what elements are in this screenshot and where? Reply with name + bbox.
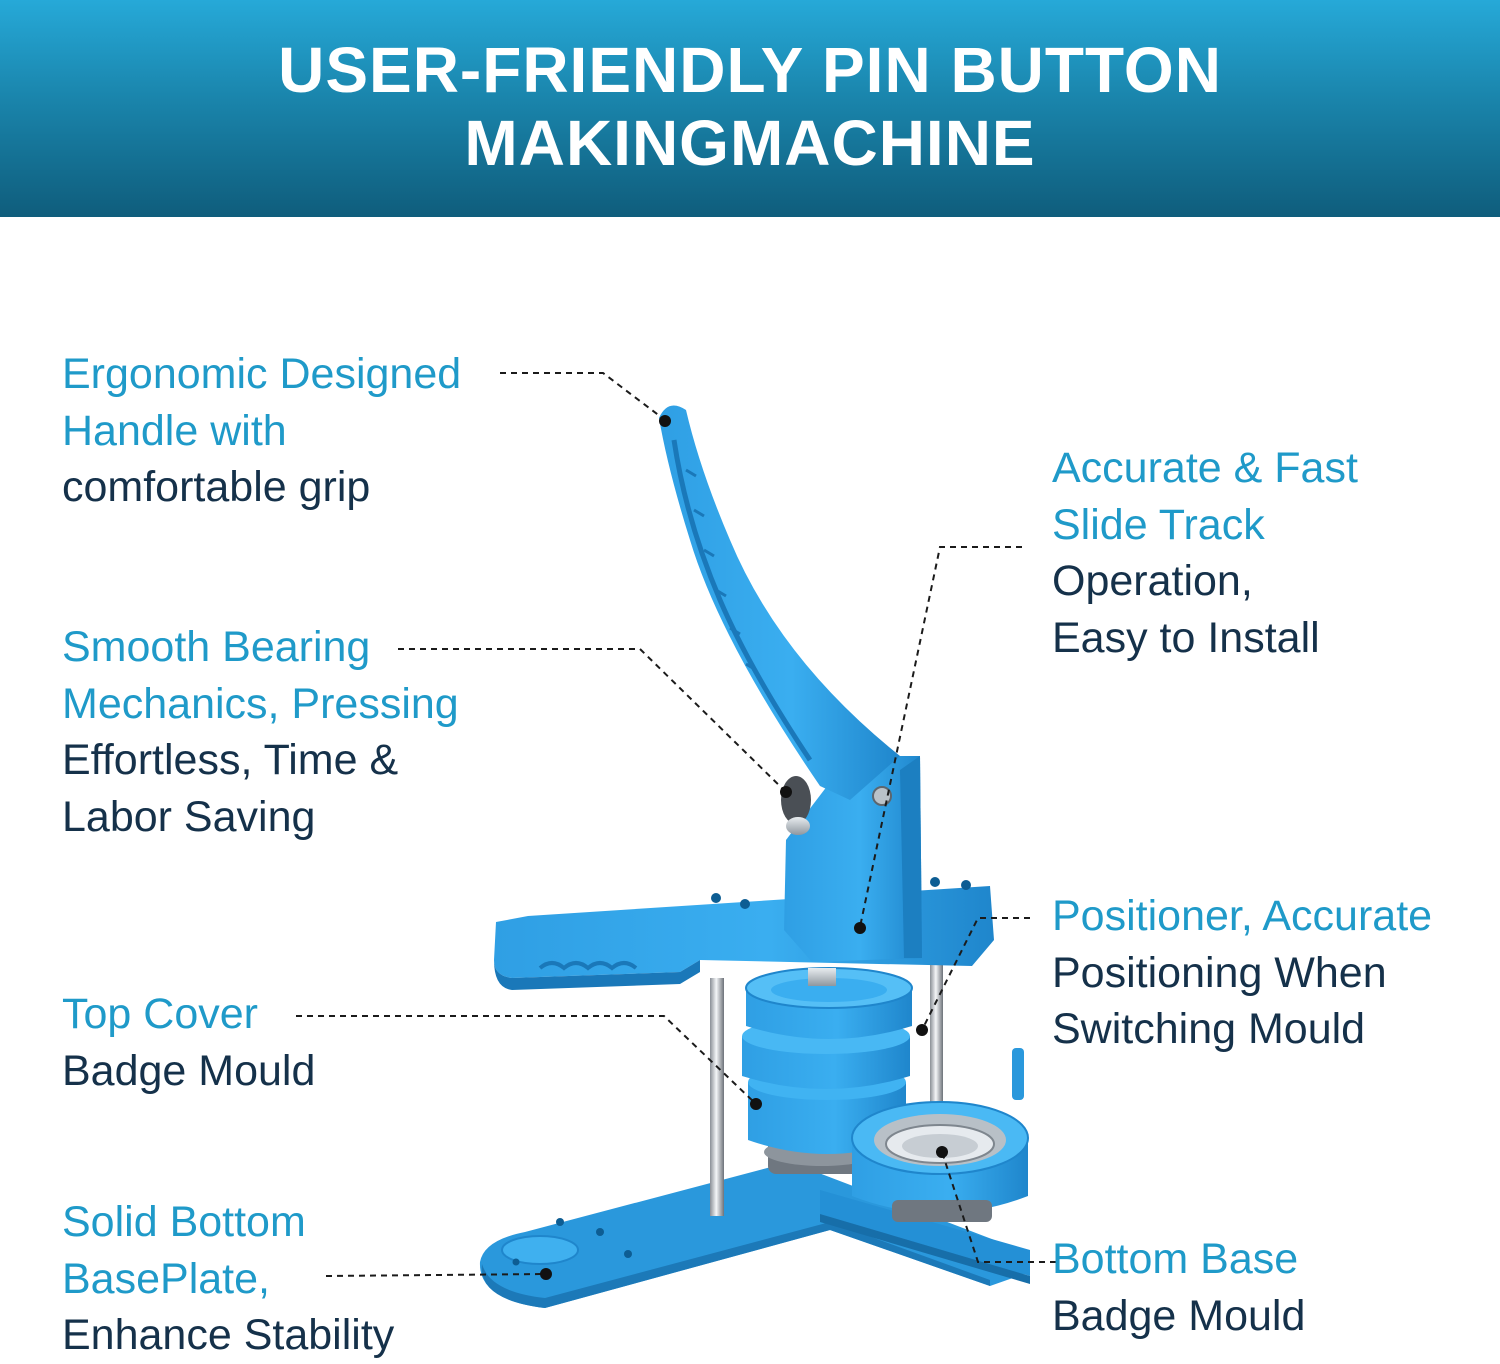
- callout-slide-track-line3: Operation,: [1052, 557, 1253, 605]
- positioner: [1012, 1048, 1024, 1100]
- header-banner: USER-FRIENDLY PIN BUTTON MAKINGMACHINE: [0, 0, 1500, 217]
- machine-frame: [494, 756, 994, 990]
- leader-slide-track: [859, 546, 1022, 928]
- callout-bottom-base-line2: Badge Mould: [1052, 1291, 1306, 1340]
- top-cover-mould: [742, 967, 913, 1174]
- base-plate: [479, 1162, 1030, 1308]
- bottom-base-mould: [851, 1101, 1029, 1222]
- callout-baseplate-line1: Solid Bottom: [62, 1198, 306, 1246]
- callout-slide-track-line2: Slide Track: [1052, 500, 1265, 549]
- dot-bearing: [780, 786, 792, 798]
- leader-baseplate: [325, 1273, 547, 1277]
- callout-bearing-line2: Mechanics, Pressing: [62, 679, 459, 728]
- leader-bottom-base: [941, 1151, 1056, 1263]
- page-title-line1: USER-FRIENDLY PIN BUTTON: [278, 34, 1222, 106]
- callout-positioner-line1: Positioner, Accurate: [1052, 892, 1433, 940]
- callout-leaders: [296, 372, 1056, 1277]
- callout-bearing-line3: Effortless, Time &: [62, 736, 399, 784]
- callout-slide-track-line4: Easy to Install: [1052, 613, 1320, 662]
- callout-handle-line3: comfortable grip: [62, 463, 371, 511]
- guide-posts: [710, 958, 943, 1216]
- leader-top-cover: [296, 1015, 757, 1105]
- leader-positioner: [921, 917, 1030, 1031]
- callout-top-cover-line2: Badge Mould: [62, 1046, 316, 1095]
- slide-track: [820, 1190, 1030, 1284]
- callout-positioner-line2: Positioning When: [1052, 948, 1387, 997]
- callout-slide-track: Accurate & Fast Slide Track Operation, E…: [1052, 440, 1358, 666]
- callout-baseplate: Solid Bottom BasePlate, Enhance Stabilit…: [62, 1194, 394, 1364]
- callout-positioner: Positioner, Accurate Positioning When Sw…: [1052, 888, 1432, 1058]
- bearing: [781, 776, 811, 835]
- leader-handle: [500, 372, 666, 421]
- callout-positioner-line3: Switching Mould: [1052, 1005, 1366, 1053]
- dot-top-cover: [750, 1098, 762, 1110]
- callout-baseplate-line2: BasePlate,: [62, 1254, 270, 1303]
- callout-slide-track-line1: Accurate & Fast: [1052, 444, 1358, 492]
- callout-top-cover-line1: Top Cover: [62, 990, 258, 1038]
- callout-handle-line1: Ergonomic Designed: [62, 350, 462, 398]
- callout-bottom-base: Bottom Base Badge Mould: [1052, 1231, 1305, 1344]
- callout-top-cover: Top Cover Badge Mould: [62, 986, 315, 1099]
- handle: [659, 405, 900, 800]
- callout-bearing-line4: Labor Saving: [62, 792, 316, 841]
- page-title: USER-FRIENDLY PIN BUTTON MAKINGMACHINE: [0, 34, 1500, 180]
- callout-bottom-base-line1: Bottom Base: [1052, 1235, 1299, 1283]
- callout-dots: [540, 415, 948, 1280]
- dot-handle: [659, 415, 671, 427]
- callout-bearing: Smooth Bearing Mechanics, Pressing Effor…: [62, 619, 459, 845]
- callout-baseplate-line3: Enhance Stability: [62, 1311, 395, 1359]
- page-title-line2: MAKINGMACHINE: [464, 107, 1036, 179]
- callout-bearing-line1: Smooth Bearing: [62, 623, 371, 671]
- callout-handle-line2: Handle with: [62, 406, 287, 455]
- callout-handle: Ergonomic Designed Handle with comfortab…: [62, 346, 461, 516]
- dot-positioner: [916, 1024, 928, 1036]
- dot-bottom-base: [936, 1146, 948, 1158]
- leader-bearing: [398, 648, 787, 793]
- dot-baseplate: [540, 1268, 552, 1280]
- dot-slide-track: [854, 922, 866, 934]
